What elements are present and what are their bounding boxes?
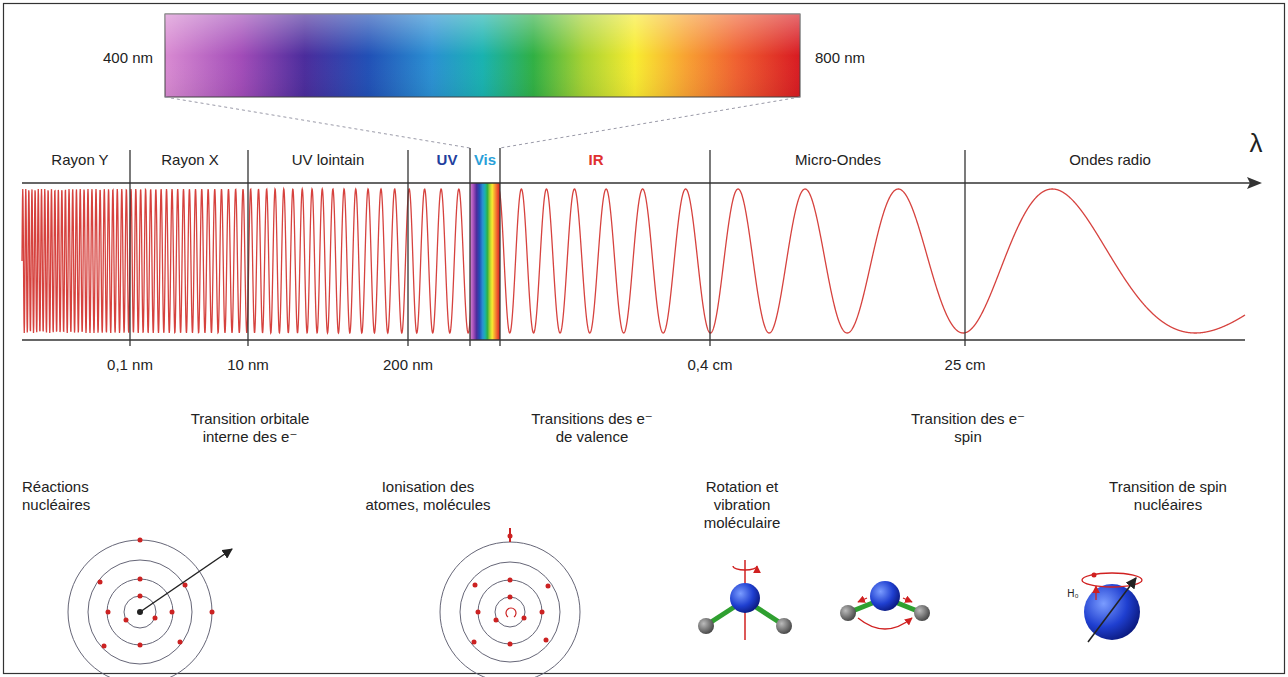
process-label: Réactions nucléaires bbox=[22, 478, 132, 514]
region-label: UV lointain bbox=[292, 151, 365, 169]
atom-nuclear bbox=[68, 538, 232, 677]
zoom-dashed-line bbox=[500, 97, 800, 148]
region-label: Rayon X bbox=[161, 151, 219, 169]
frame bbox=[4, 4, 1285, 674]
wavelength-axis bbox=[22, 182, 1252, 183]
process-label: Ionisation des atomes, molécules bbox=[358, 478, 498, 514]
field-symbol: H₀ bbox=[1067, 588, 1078, 600]
visible-spectrum-bar bbox=[165, 14, 800, 97]
tick-label: 200 nm bbox=[383, 356, 433, 374]
atom-ionisation bbox=[440, 528, 580, 677]
region-label: Rayon Y bbox=[51, 151, 108, 169]
wave-curve bbox=[22, 189, 1245, 333]
zoom-dashed-line bbox=[165, 97, 470, 148]
region-label: IR bbox=[589, 151, 604, 169]
tick-label: 25 cm bbox=[945, 356, 986, 374]
process-label: Rotation et vibration moléculaire bbox=[692, 478, 792, 532]
region-label: Ondes radio bbox=[1069, 151, 1151, 169]
molecule-vibration bbox=[840, 581, 930, 629]
tick-label: 0,4 cm bbox=[687, 356, 732, 374]
tick-label: 0,1 nm bbox=[107, 356, 153, 374]
region-label: UV bbox=[437, 151, 458, 169]
region-dividers bbox=[130, 148, 965, 346]
spectrum-shading bbox=[165, 14, 800, 97]
visible-band bbox=[470, 183, 500, 340]
axis-symbol: λ bbox=[1250, 128, 1263, 159]
wavelength-label: 400 nm bbox=[103, 49, 153, 67]
molecule-rotation bbox=[698, 560, 792, 640]
transition-label: Transitions des e⁻ de valence bbox=[527, 410, 657, 446]
region-label: Vis bbox=[474, 151, 496, 169]
transition-label: Transition des e⁻ spin bbox=[908, 410, 1028, 446]
axis-arrowhead bbox=[1247, 177, 1262, 189]
region-label: Micro-Ondes bbox=[795, 151, 881, 169]
process-label: Transition de spin nucléaires bbox=[1106, 478, 1231, 514]
nuclear-spin bbox=[1082, 573, 1142, 643]
baseline bbox=[22, 339, 1245, 340]
transition-label: Transition orbitale interne des e⁻ bbox=[175, 410, 325, 446]
wavelength-label: 800 nm bbox=[815, 49, 865, 67]
tick-label: 10 nm bbox=[227, 356, 269, 374]
